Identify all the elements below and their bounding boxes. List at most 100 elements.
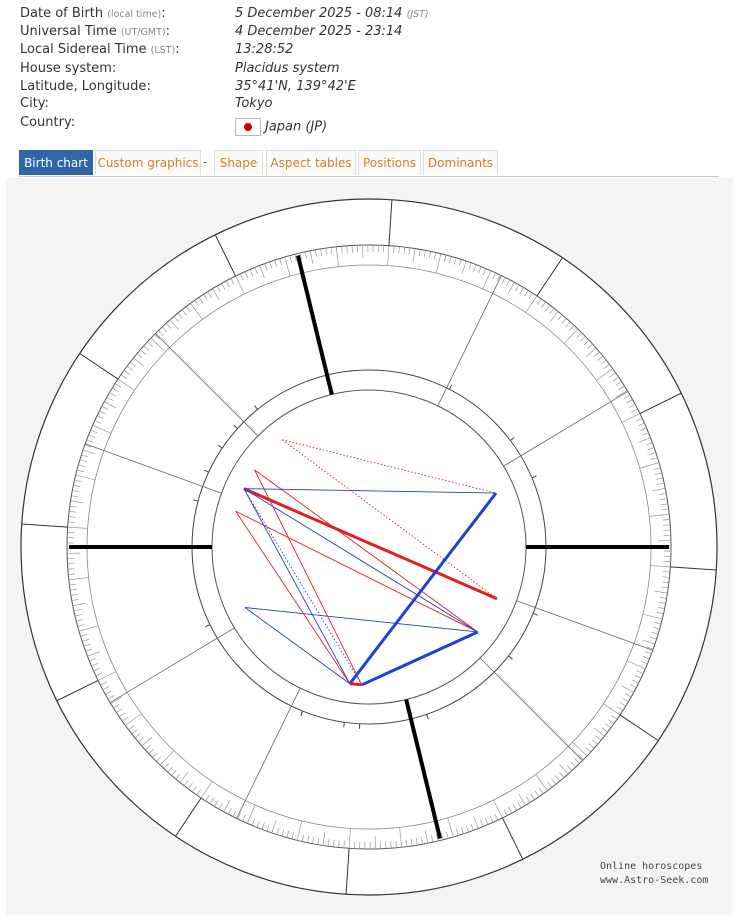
degree-tick	[435, 253, 442, 274]
degree-tick	[453, 257, 457, 265]
aspect-line	[243, 488, 478, 633]
degree-tick	[212, 288, 220, 301]
info-value: Tokyo	[235, 96, 273, 111]
planet-position-tick	[510, 437, 515, 441]
degree-tick	[651, 631, 659, 635]
degree-tick	[468, 262, 472, 270]
house-cusp-line	[296, 255, 334, 395]
degree-tick	[559, 764, 569, 775]
degree-tick	[405, 839, 408, 847]
degree-tick	[90, 429, 98, 434]
tab-aspect-tables[interactable]: Aspect tables	[266, 150, 356, 175]
degree-tick	[125, 713, 142, 726]
tab-separator: -	[203, 155, 208, 169]
degree-tick	[71, 598, 79, 601]
degree-tick	[101, 405, 109, 410]
degree-tick	[109, 392, 116, 397]
degree-tick	[223, 800, 231, 812]
degree-tick	[187, 783, 193, 790]
tab-positions[interactable]: Positions	[358, 150, 421, 175]
degree-tick	[650, 457, 658, 461]
degree-tick	[597, 355, 604, 361]
sign-boundary	[175, 797, 202, 837]
degree-tick	[128, 725, 135, 730]
degree-tick	[431, 835, 434, 843]
degree-tick	[92, 424, 112, 434]
degree-tick	[85, 648, 93, 652]
degree-tick	[105, 690, 112, 695]
info-label: City:	[20, 96, 49, 111]
sign-boundary	[79, 353, 119, 380]
degree-tick	[639, 427, 647, 432]
degree-tick	[99, 410, 106, 415]
degree-tick	[296, 820, 303, 841]
degree-tick	[130, 361, 137, 367]
degree-tick	[538, 787, 544, 794]
degree-tick	[626, 399, 633, 404]
degree-tick	[393, 246, 395, 254]
house-cusp-line	[236, 687, 301, 819]
house-cusp-line	[85, 443, 222, 494]
info-label: Latitude, Longitude:	[20, 79, 151, 94]
degree-tick	[390, 841, 392, 849]
degree-tick	[632, 679, 639, 684]
degree-tick	[645, 442, 653, 446]
degree-tick	[73, 609, 81, 612]
degree-tick	[244, 271, 249, 279]
tab-custom-graphics[interactable]: Custom graphics	[95, 150, 201, 175]
degree-tick	[69, 505, 77, 508]
degree-tick	[433, 252, 437, 260]
degree-tick	[662, 571, 670, 573]
info-label: Universal Time (UT/GMT):	[20, 24, 170, 39]
degree-tick	[657, 606, 665, 609]
degree-tick	[649, 636, 657, 640]
degree-tick	[524, 290, 529, 297]
degree-tick	[659, 493, 667, 496]
degree-tick	[335, 246, 339, 267]
degree-tick	[67, 568, 75, 570]
degree-tick	[605, 723, 612, 729]
degree-tick	[424, 830, 429, 844]
degree-tick	[94, 420, 102, 424]
degree-tick	[68, 521, 76, 523]
degree-tick	[68, 577, 89, 581]
degree-tick	[84, 444, 92, 448]
degree-tick	[346, 245, 348, 253]
degree-tick	[138, 737, 144, 743]
degree-tick	[415, 838, 418, 846]
degree-tick	[271, 820, 277, 834]
degree-tick	[82, 449, 96, 455]
degree-tick	[547, 781, 552, 788]
degree-tick	[175, 773, 181, 780]
degree-tick	[470, 823, 474, 831]
planet-position-tick	[203, 469, 209, 473]
degree-tick	[555, 775, 561, 782]
tab-dominants[interactable]: Dominants	[423, 150, 498, 175]
degree-tick	[67, 526, 88, 529]
degree-tick	[563, 328, 579, 344]
planet-position-tick	[205, 624, 211, 628]
degree-tick	[420, 837, 423, 845]
degree-tick	[489, 815, 494, 823]
degree-tick	[95, 672, 103, 676]
tab-shape[interactable]: Shape	[214, 150, 263, 175]
degree-tick	[609, 372, 616, 378]
house-cusp-line	[437, 275, 502, 407]
info-value: Placidus system	[235, 61, 340, 76]
degree-tick	[284, 256, 291, 277]
degree-tick	[447, 817, 454, 838]
degree-tick	[615, 390, 628, 398]
degree-tick	[586, 347, 597, 357]
degree-tick	[399, 827, 403, 848]
degree-tick	[145, 744, 151, 751]
degree-tick	[317, 837, 320, 845]
degree-tick	[156, 756, 162, 762]
degree-tick	[235, 275, 245, 295]
sign-boundary	[501, 817, 524, 860]
tab-birth-chart[interactable]: Birth chart	[19, 150, 93, 175]
degree-tick	[183, 779, 189, 786]
degree-tick	[418, 249, 421, 257]
degree-tick	[230, 278, 235, 285]
degree-tick	[656, 477, 664, 480]
house-cusp-line	[516, 600, 653, 651]
